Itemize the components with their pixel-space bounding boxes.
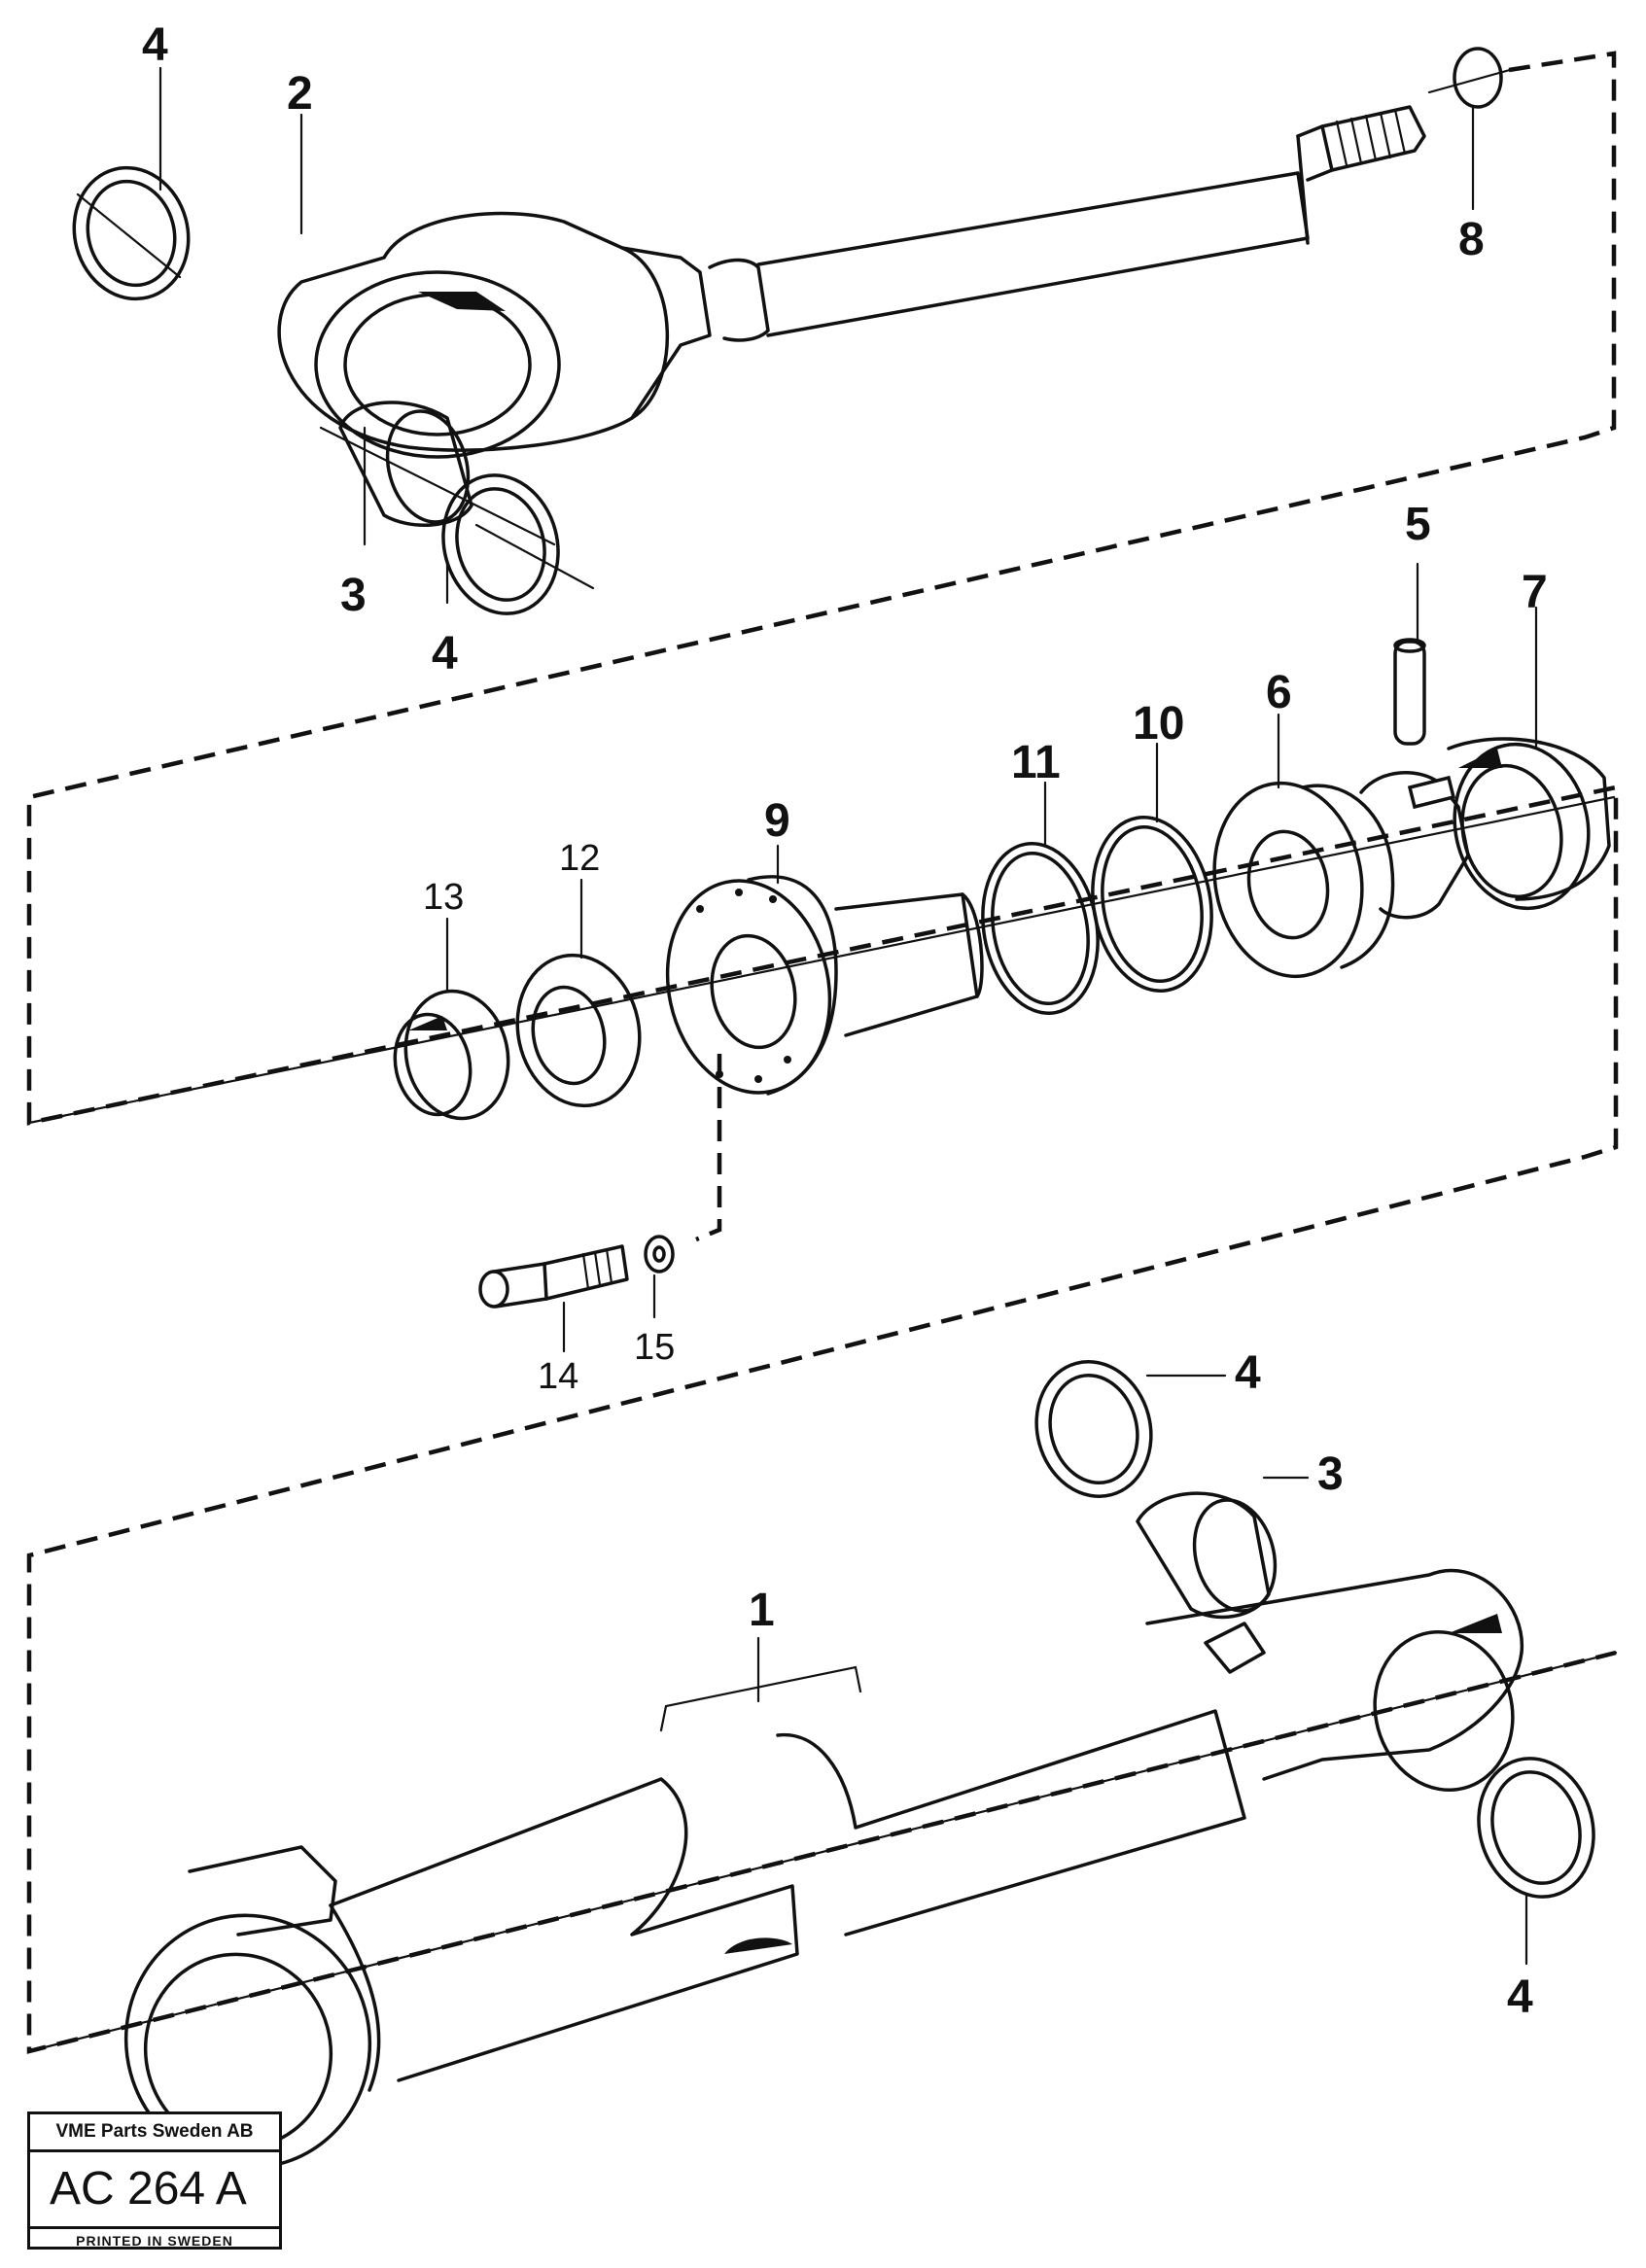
- wiper-ring-part: [515, 953, 642, 1108]
- callout-12: 12: [559, 838, 600, 879]
- bushing-part: [319, 401, 556, 546]
- o-ring-part: [1427, 47, 1519, 109]
- bolt-part: [478, 1244, 629, 1308]
- cylinder-head-part: [665, 875, 984, 1096]
- callout-4: 4: [1507, 1971, 1533, 2023]
- title-block: VME Parts Sweden AB AC 264 A PRINTED IN …: [27, 2111, 282, 2250]
- callout-11: 11: [1011, 737, 1061, 788]
- callout-7: 7: [1522, 567, 1548, 618]
- printed-note: PRINTED IN SWEDEN: [76, 2233, 233, 2249]
- piston-parts-group: [27, 638, 1616, 1125]
- callout-4: 4: [142, 19, 168, 71]
- callout-14: 14: [538, 1356, 578, 1397]
- callout-3: 3: [1317, 1448, 1344, 1500]
- callout-3: 3: [340, 570, 367, 621]
- cylinder-tube-part: [27, 1568, 1618, 2170]
- seal-part: [393, 989, 510, 1121]
- callout-1: 1: [749, 1585, 775, 1636]
- callout-4: 4: [432, 628, 458, 680]
- callout-6: 6: [1266, 667, 1292, 718]
- callout-2: 2: [287, 68, 313, 120]
- snap-ring-part: [1477, 1757, 1595, 1899]
- seal-kit-part: [1447, 737, 1611, 911]
- callout-4: 4: [1235, 1347, 1261, 1399]
- piston-rod-part: [277, 105, 1426, 459]
- snap-ring-part: [1034, 1359, 1153, 1499]
- drawing-code: AC 264 A: [30, 2152, 279, 2229]
- seal-ring-part: [1091, 816, 1213, 993]
- callout-13: 13: [423, 877, 464, 918]
- rod-thread: [1320, 105, 1426, 172]
- callout-8: 8: [1458, 214, 1485, 265]
- leader-lines: [158, 66, 1538, 1966]
- callout-15: 15: [634, 1327, 675, 1368]
- callout-10: 10: [1133, 698, 1184, 750]
- snap-ring-part: [72, 165, 191, 301]
- callout-5: 5: [1405, 499, 1431, 550]
- snap-ring-part: [441, 473, 595, 615]
- piston-part: [1212, 771, 1470, 979]
- bushing-part: [1136, 1491, 1278, 1620]
- callout-labels: 4 2 8 3 4 5 7 6 10 11 9 12 13 14 15 4 3 …: [142, 19, 1548, 2023]
- guide-ring-part: [981, 842, 1100, 1015]
- washer-part: [644, 1235, 675, 1274]
- company-name: VME Parts Sweden AB: [30, 2114, 279, 2152]
- pin-part: [1393, 638, 1426, 746]
- callout-9: 9: [764, 795, 790, 847]
